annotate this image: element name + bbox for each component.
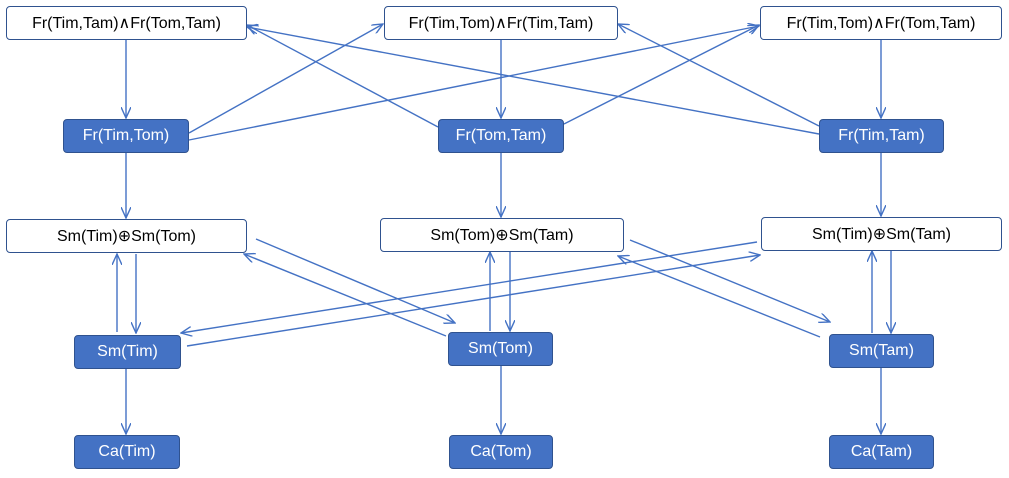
edge-arrow-16 (188, 24, 383, 134)
edge-arrow-21 (247, 27, 820, 135)
node-ca-tom: Ca(Tom) (449, 435, 553, 469)
node-fr-tom-tam: Fr(Tom,Tam) (438, 119, 564, 153)
node-and-tim-tom-tim-tam: Fr(Tim,Tom)∧Fr(Tim,Tam) (384, 6, 618, 40)
node-xor-tim-tam: Sm(Tim)⊕Sm(Tam) (761, 217, 1002, 251)
edge-arrow-19 (563, 25, 759, 125)
node-sm-tim: Sm(Tim) (74, 335, 181, 369)
edge-arrow-25 (618, 256, 821, 338)
edge-arrow-17 (188, 26, 759, 141)
edge-arrow-24 (629, 239, 830, 322)
edge-arrow-27 (186, 255, 760, 347)
node-fr-tim-tom: Fr(Tim,Tom) (63, 119, 189, 153)
node-sm-tom: Sm(Tom) (448, 332, 553, 366)
edge-arrow-18 (247, 25, 439, 128)
node-sm-tam: Sm(Tam) (829, 334, 934, 368)
node-xor-tom-tam: Sm(Tom)⊕Sm(Tam) (380, 218, 624, 252)
node-fr-tim-tam: Fr(Tim,Tam) (819, 119, 944, 153)
edge-arrow-26 (181, 241, 758, 333)
node-and-tim-tam-tom-tam: Fr(Tim,Tam)∧Fr(Tom,Tam) (6, 6, 247, 40)
node-ca-tim: Ca(Tim) (74, 435, 180, 469)
node-and-tim-tom-tom-tam: Fr(Tim,Tom)∧Fr(Tom,Tam) (760, 6, 1002, 40)
node-xor-tim-tom: Sm(Tim)⊕Sm(Tom) (6, 219, 247, 253)
edge-arrow-23 (244, 254, 447, 337)
node-ca-tam: Ca(Tam) (829, 435, 934, 469)
edge-arrow-20 (618, 24, 820, 127)
